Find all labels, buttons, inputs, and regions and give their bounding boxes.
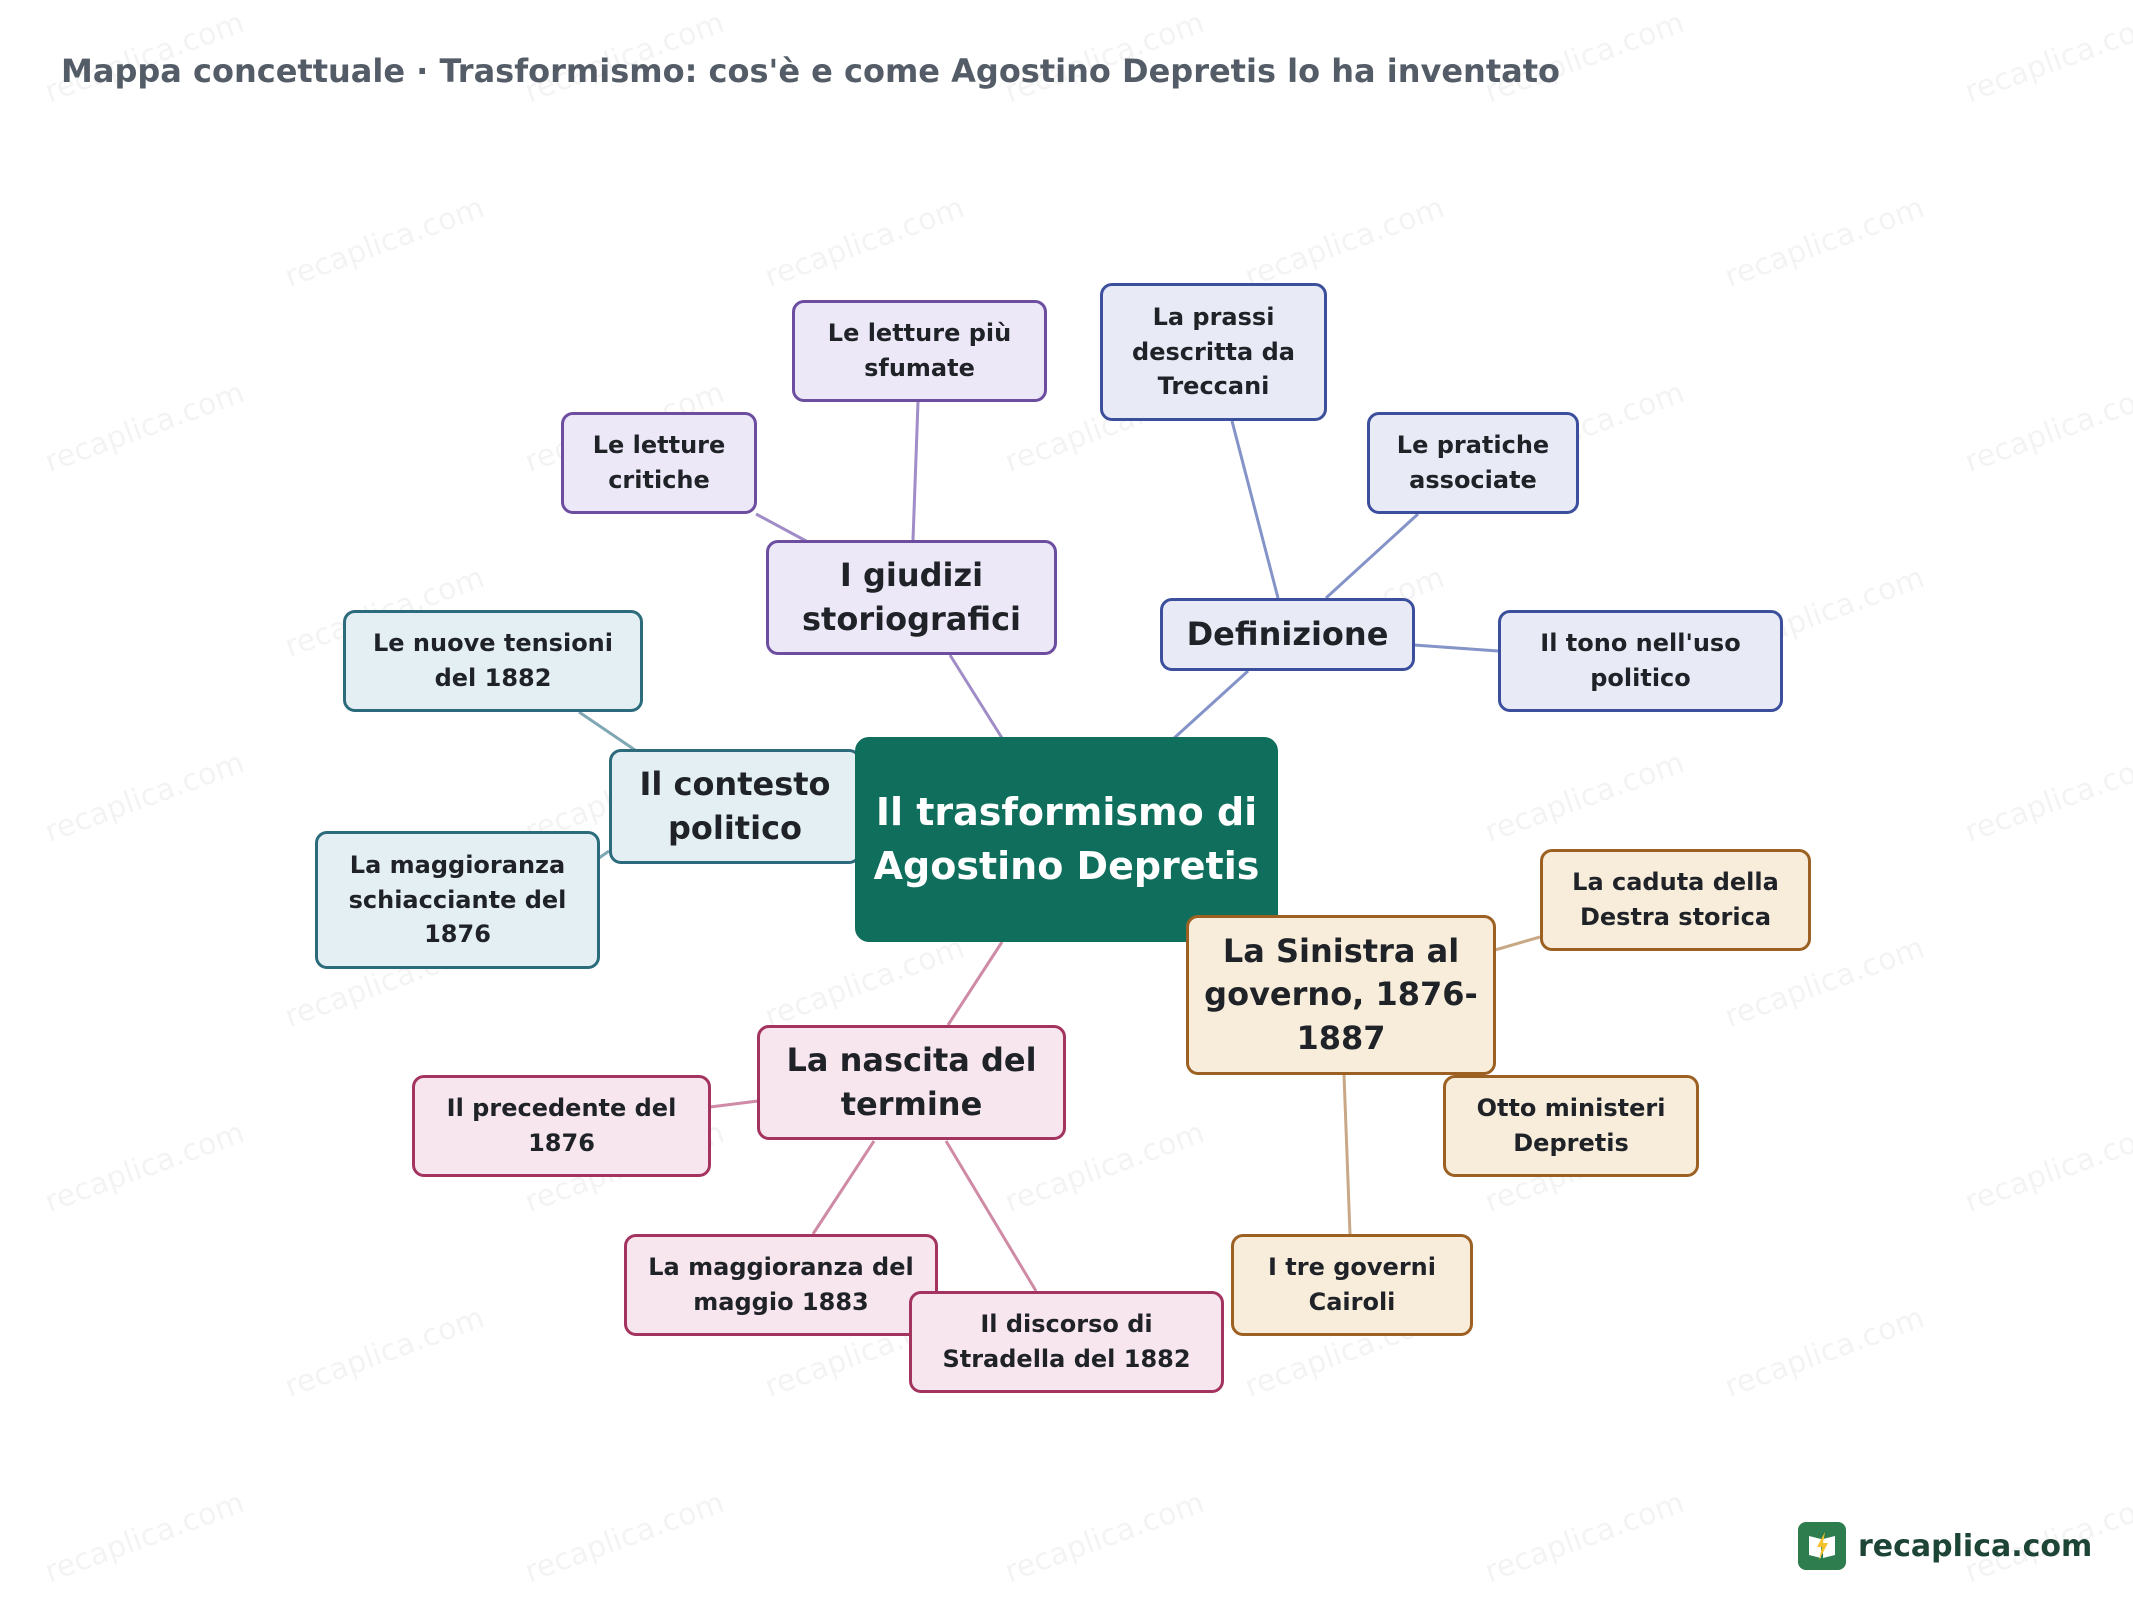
root-node: Il trasformismo di Agostino Depretis [855, 737, 1278, 942]
edge-sinistra-cairoli [1342, 1074, 1352, 1235]
edge-giudizi-critiche [755, 512, 809, 544]
branch-nascita-termine: La nascita del termine [757, 1025, 1066, 1140]
edge-definizione-pratiche [1324, 512, 1420, 600]
edge-sinistra-caduta [1494, 935, 1541, 952]
brand[interactable]: recaplica.com [1798, 1522, 2092, 1570]
branch-sinistra-governo: La Sinistra al governo, 1876-1887 [1186, 915, 1496, 1075]
edge-nascita-maggio [811, 1140, 876, 1235]
branch-definizione: Definizione [1160, 598, 1415, 671]
leaf-pratiche-associate: Le pratiche associate [1367, 412, 1579, 514]
edge-root-giudizi [948, 654, 1004, 739]
edge-definizione-tono [1413, 643, 1499, 653]
edge-root-definizione [1170, 669, 1250, 742]
leaf-maggioranza-maggio-1883: La maggioranza del maggio 1883 [624, 1234, 938, 1336]
leaf-otto-ministeri: Otto ministeri Depretis [1443, 1075, 1699, 1177]
edge-definizione-prassi [1230, 420, 1280, 599]
branch-contesto-politico: Il contesto politico [609, 749, 861, 864]
edge-giudizi-sfumate [911, 401, 920, 541]
leaf-tono-uso-politico: Il tono nell'uso politico [1498, 610, 1783, 712]
leaf-tre-governi-cairoli: I tre governi Cairoli [1231, 1234, 1473, 1336]
leaf-nuove-tensioni-1882: Le nuove tensioni del 1882 [343, 610, 643, 712]
edge-nascita-precedente [709, 1099, 759, 1109]
leaf-letture-critiche: Le letture critiche [561, 412, 757, 514]
leaf-caduta-destra-storica: La caduta della Destra storica [1540, 849, 1811, 951]
leaf-maggioranza-1876: La maggioranza schiacciante del 1876 [315, 831, 600, 969]
edge-root-nascita [946, 941, 1004, 1026]
leaf-prassi-treccani: La prassi descritta da Treccani [1100, 283, 1327, 421]
leaf-precedente-1876: Il precedente del 1876 [412, 1075, 711, 1177]
leaf-discorso-stradella: Il discorso di Stradella del 1882 [909, 1291, 1224, 1393]
page-title: Mappa concettuale · Trasformismo: cos'è … [61, 52, 1560, 90]
edge-contesto-tensioni [578, 710, 639, 754]
brand-name: recaplica.com [1858, 1528, 2093, 1564]
branch-giudizi-storiografici: I giudizi storiografici [766, 540, 1057, 655]
edge-contesto-maggioranza [598, 849, 610, 860]
edge-nascita-stradella [944, 1140, 1038, 1292]
leaf-letture-sfumate: Le letture più sfumate [792, 300, 1047, 402]
book-lightning-icon [1798, 1522, 1846, 1570]
